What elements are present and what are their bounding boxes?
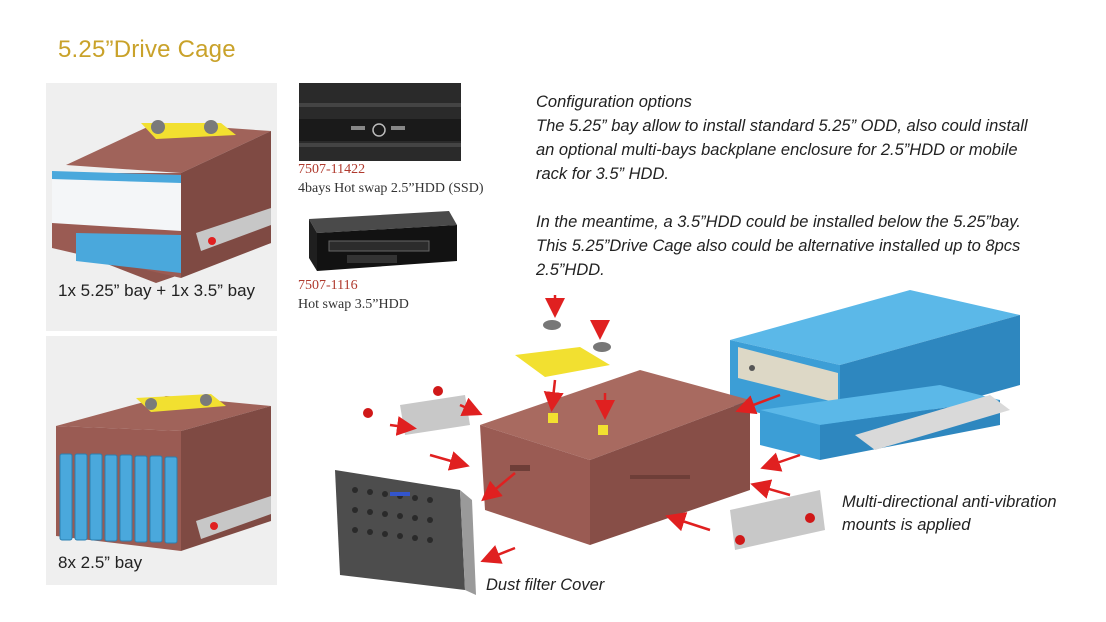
configuration-options-text: Configuration options The 5.25” bay allo… (536, 90, 1076, 282)
rail-right (730, 490, 825, 550)
config-para1-line2: an optional multi-bays backplane enclosu… (536, 141, 1018, 159)
config-para2-line2: This 5.25”Drive Cage also could be alter… (536, 237, 1021, 255)
panel-caption-bottom: 8x 2.5” bay (58, 553, 143, 572)
anti-vibration-line2: mounts is applied (842, 516, 971, 534)
product-desc-1116: Hot swap 3.5”HDD (298, 297, 409, 312)
dust-filter (335, 470, 476, 595)
config-para1-line3: rack for 3.5” HDD. (536, 165, 669, 183)
product-code-1116: 7507-1116 (298, 278, 358, 293)
dust-filter-callout: Dust filter Cover (486, 576, 605, 594)
hotswap-35-rack-image (309, 211, 457, 271)
product-desc-11422: 4bays Hot swap 2.5”HDD (SSD) (298, 181, 484, 196)
drive-cage-odd-illustration (52, 120, 271, 283)
anti-vibration-line1: Multi-directional anti-vibration (842, 493, 1057, 511)
slide-title: 5.25”Drive Cage (58, 36, 236, 63)
config-para2-line1: In the meantime, a 3.5”HDD could be inst… (536, 213, 1021, 231)
top-bracket (515, 320, 611, 435)
config-panel-8x25: 8x 2.5” bay (46, 336, 277, 585)
config-para1-line1: The 5.25” bay allow to install standard … (536, 117, 1028, 135)
config-para2-line3: 2.5”HDD. (536, 261, 605, 279)
rail-left (400, 395, 470, 435)
config-panel-odd-hdd: 1x 5.25” bay + 1x 3.5” bay (46, 83, 277, 331)
exploded-view-illustration (335, 290, 1020, 595)
product-code-11422: 7507-11422 (298, 162, 366, 177)
hdd-blue (760, 385, 1010, 460)
hotswap-25-enclosure-image (299, 83, 461, 161)
anti-vibration-callout: Multi-directional anti-vibration mounts … (842, 491, 1057, 537)
config-heading: Configuration options (536, 93, 692, 111)
drive-cage-8x25-illustration (56, 394, 271, 551)
panel-caption-top: 1x 5.25” bay + 1x 3.5” bay (58, 281, 256, 300)
main-cage (480, 370, 750, 545)
